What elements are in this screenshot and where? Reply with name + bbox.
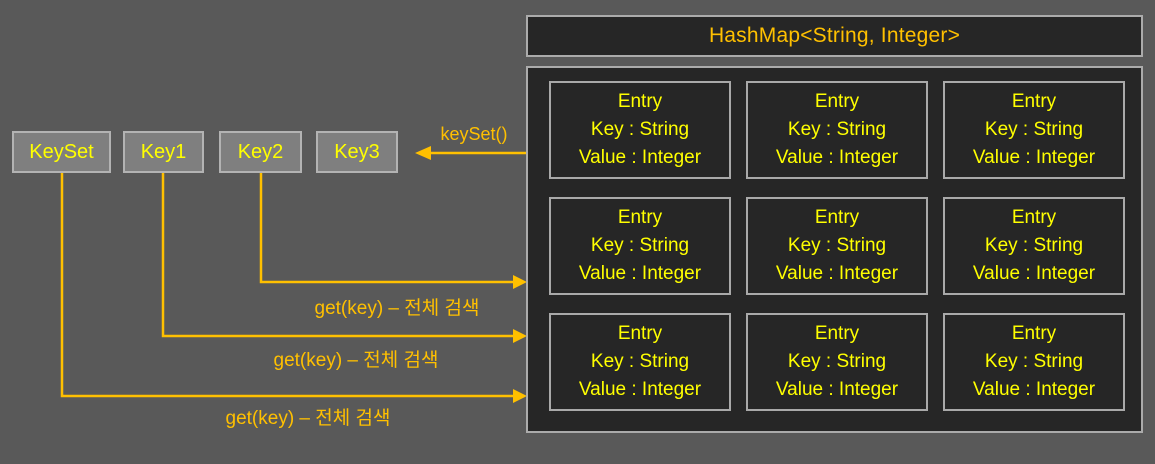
entry-line: Entry [814, 323, 860, 344]
entry-grid: Entry Key : String Value : Integer Entry… [528, 68, 1141, 411]
entry-box: Entry Key : String Value : Integer [746, 313, 928, 411]
entry-line: Entry [814, 207, 860, 228]
entry-line: Key : String [984, 351, 1084, 372]
keyset-arrow-label: keySet() [440, 124, 508, 144]
hashmap-container: Entry Key : String Value : Integer Entry… [526, 66, 1143, 433]
key2-box: Key2 [219, 131, 302, 173]
entry-box: Entry Key : String Value : Integer [943, 81, 1125, 179]
entry-line: Entry [1011, 91, 1057, 112]
entry-line: Entry [1011, 323, 1057, 344]
entry-line: Key : String [590, 119, 690, 140]
entry-line: Value : Integer [972, 379, 1096, 400]
entry-line: Value : Integer [578, 263, 702, 284]
keyset-arrow [415, 146, 527, 160]
entry-line: Key : String [787, 351, 887, 372]
entry-line: Value : Integer [972, 147, 1096, 168]
key1-box: Key1 [123, 131, 204, 173]
entry-line: Value : Integer [775, 263, 899, 284]
entry-line: Entry [814, 91, 860, 112]
entry-line: Key : String [590, 235, 690, 256]
entry-line: Entry [617, 323, 663, 344]
hashmap-title: HashMap<String, Integer> [708, 24, 961, 47]
get-arrow-key2 [259, 173, 527, 289]
entry-line: Value : Integer [972, 263, 1096, 284]
key3-box-label: Key3 [334, 140, 380, 163]
entry-line: Value : Integer [578, 379, 702, 400]
entry-box: Entry Key : String Value : Integer [549, 81, 731, 179]
get-key1-label: get(key) – 전체 검색 [273, 350, 439, 371]
entry-box: Entry Key : String Value : Integer [746, 81, 928, 179]
keyset-box-label: KeySet [29, 140, 94, 163]
key3-box: Key3 [316, 131, 398, 173]
entry-box: Entry Key : String Value : Integer [943, 197, 1125, 295]
entry-line: Value : Integer [775, 379, 899, 400]
keyset-box: KeySet [12, 131, 111, 173]
entry-line: Value : Integer [578, 147, 702, 168]
entry-line: Key : String [787, 119, 887, 140]
entry-line: Key : String [787, 235, 887, 256]
get-keyset-label: get(key) – 전체 검색 [225, 408, 391, 429]
entry-box: Entry Key : String Value : Integer [549, 313, 731, 411]
entry-line: Value : Integer [775, 147, 899, 168]
key1-box-label: Key1 [140, 140, 187, 163]
entry-line: Entry [1011, 207, 1057, 228]
entry-line: Key : String [984, 119, 1084, 140]
entry-box: Entry Key : String Value : Integer [746, 197, 928, 295]
entry-line: Entry [617, 207, 663, 228]
entry-line: Entry [617, 91, 663, 112]
entry-line: Key : String [984, 235, 1084, 256]
get-key2-label: get(key) – 전체 검색 [314, 298, 480, 319]
key2-box-label: Key2 [237, 140, 284, 163]
entry-line: Key : String [590, 351, 690, 372]
entry-box: Entry Key : String Value : Integer [549, 197, 731, 295]
hashmap-title-bar: HashMap<String, Integer> [526, 15, 1143, 57]
entry-box: Entry Key : String Value : Integer [943, 313, 1125, 411]
